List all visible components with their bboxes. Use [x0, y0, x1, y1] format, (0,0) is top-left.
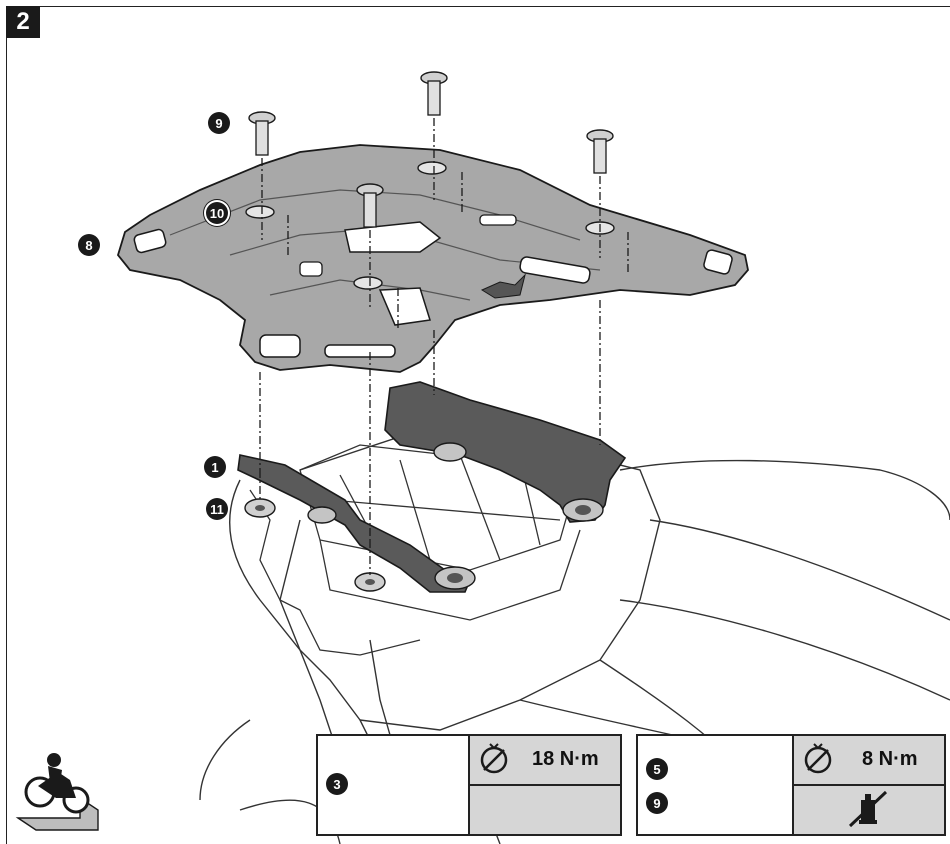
plate-slot: [479, 214, 517, 226]
torque-wrench-icon: [480, 743, 508, 774]
bracket-spacer-hole: [575, 505, 591, 515]
torque-value-left: 18 N·m: [532, 748, 599, 770]
luggage-rack-grid: [249, 444, 581, 656]
torque-wrench-icon: [804, 743, 832, 774]
no-threadlocker-icon: [848, 790, 888, 828]
bolt: [586, 129, 614, 174]
top-plate-body: [117, 144, 749, 373]
callout-5: 5: [646, 758, 668, 780]
plate-slot: [703, 249, 733, 275]
bracket-spacer-hole: [447, 573, 463, 583]
plate-slot: [519, 256, 591, 284]
washer: [353, 276, 383, 290]
mounting-brackets: [237, 381, 627, 593]
torque-value-right: 8 N·m: [862, 748, 918, 770]
washer: [245, 205, 275, 219]
bolt: [356, 183, 384, 228]
washers: [245, 161, 615, 290]
plate-slot: [324, 344, 396, 358]
bracket-spacer: [433, 442, 467, 462]
assembly-guide-lines: [259, 118, 629, 575]
top-plate: [117, 144, 749, 373]
brand-logo-icon: [480, 273, 526, 299]
callout-11: 11: [206, 498, 228, 520]
step-number-badge: 2: [6, 6, 40, 38]
bolt: [420, 71, 448, 116]
washer: [417, 161, 447, 175]
torque-divider: [792, 784, 944, 786]
flange-nut-hole: [255, 505, 265, 511]
bolts: [248, 71, 614, 228]
torque-divider: [468, 784, 620, 786]
plate-slot: [133, 228, 167, 254]
torque-spec-box-left: 3 18 N·m: [316, 734, 622, 836]
callout-9-small: 9: [646, 792, 668, 814]
callout-3: 3: [326, 773, 348, 795]
left-bracket: [237, 454, 472, 593]
flange-nut-hole: [365, 579, 375, 585]
bolt: [248, 111, 276, 156]
callout-10: 10: [206, 202, 228, 224]
callout-8: 8: [78, 234, 100, 256]
callout-1: 1: [204, 456, 226, 478]
plate-center-opening: [344, 221, 442, 253]
plate-center-opening: [378, 287, 431, 326]
frame-border-left: [6, 38, 7, 844]
plate-slot: [259, 334, 301, 358]
frame-border-top: [40, 6, 950, 7]
plate-slot: [299, 261, 323, 277]
motorcycle-on-stand-icon: [15, 753, 99, 831]
bracket-spacer: [307, 506, 337, 524]
torque-spec-box-right: 5 9 8 N·m: [636, 734, 946, 836]
callout-9: 9: [208, 112, 230, 134]
